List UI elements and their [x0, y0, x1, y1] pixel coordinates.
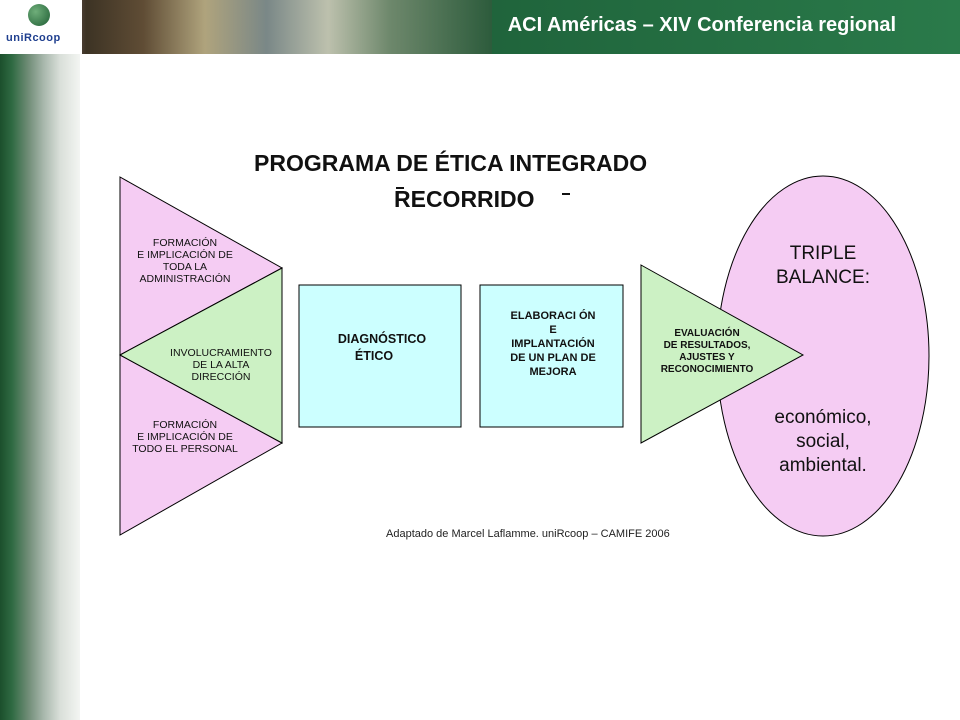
plan-label: ELABORACI ÓN E IMPLANTACIÓN DE UN PLAN D…: [510, 310, 596, 378]
triple-balance-items: económico, social, ambiental.: [774, 407, 872, 476]
header-bar: uniRcoop ACI Américas – XIV Conferencia …: [0, 0, 960, 54]
involucramiento-label: INVOLUCRAMIENTO DE LA ALTA DIRECCIÓN: [170, 347, 272, 383]
header-title: ACI Américas – XIV Conferencia regional: [507, 14, 896, 36]
left-gradient-bar: [0, 54, 80, 720]
diagnostico-box: [298, 284, 462, 428]
plan-box: [479, 284, 624, 428]
subtitle-dash-right: [562, 193, 570, 195]
subtitle-dash-left: [396, 187, 404, 189]
source-credit: Adaptado de Marcel Laflamme. uniRcoop – …: [386, 528, 670, 540]
formacion-personal-label: FORMACIÓN E IMPLICACIÓN DE TODO EL PERSO…: [132, 419, 238, 455]
logo: uniRcoop: [0, 0, 82, 54]
logo-text: uniRcoop: [6, 32, 61, 44]
evaluacion-shape: [640, 264, 805, 444]
triple-balance-title: TRIPLE BALANCE:: [776, 243, 870, 288]
diagram-title: PROGRAMA DE ÉTICA INTEGRADO: [254, 150, 648, 176]
evaluacion-label: EVALUACIÓN DE RESULTADOS, AJUSTES Y RECO…: [660, 328, 754, 375]
diagram-subtitle: RECORRIDO: [394, 186, 535, 212]
formacion-admin-label: FORMACIÓN E IMPLICACIÓN DE TODA LA ADMIN…: [137, 237, 233, 285]
header-photo: [82, 0, 492, 54]
diagnostico-label: DIAGNÓSTICO ÉTICO: [337, 332, 427, 363]
globe-icon: [28, 4, 50, 26]
involucramiento-shape: [118, 267, 283, 444]
